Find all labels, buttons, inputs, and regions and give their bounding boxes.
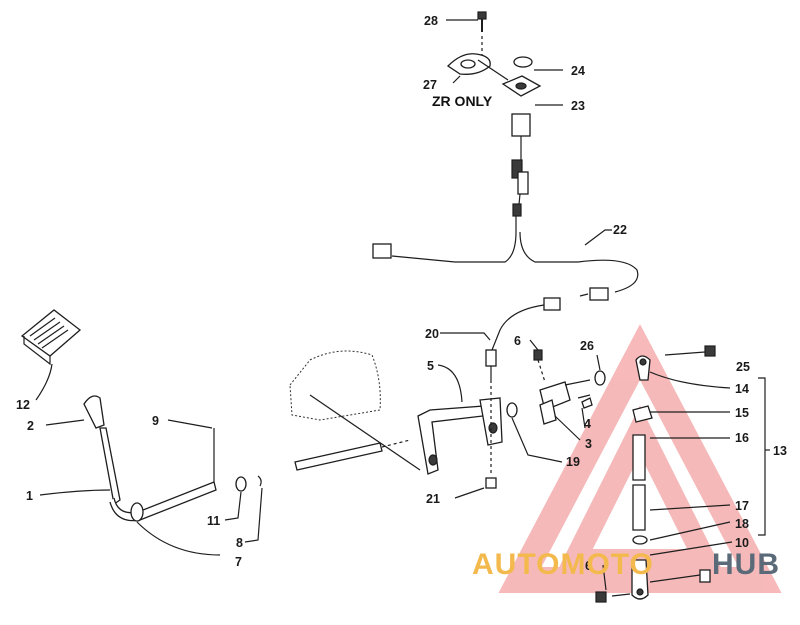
- callout-9: 9: [152, 414, 159, 428]
- callout-7: 7: [235, 555, 242, 569]
- callout-25: 25: [736, 360, 750, 374]
- instruction-decal: [20, 309, 82, 401]
- callout-5: 5: [427, 359, 434, 373]
- callout-labels: 28 27 24 23 22 20 12 2 9 1 11 8 7 5 21 6…: [16, 14, 787, 573]
- callout-15: 15: [735, 406, 749, 420]
- callout-28: 28: [424, 14, 438, 28]
- callout-21: 21: [426, 492, 440, 506]
- callout-10: 10: [735, 536, 749, 550]
- callout-13: 13: [773, 444, 787, 458]
- throttle-bracket: [417, 364, 503, 499]
- zr-only-note: ZR ONLY: [432, 93, 493, 109]
- ghost-cover: [289, 350, 421, 471]
- linkage-rod-assembly: [595, 345, 770, 603]
- callout-11: 11: [207, 514, 220, 528]
- callout-24: 24: [571, 64, 585, 78]
- throttle-lever: [39, 395, 263, 556]
- throttle-shaft: [294, 439, 411, 471]
- watermark-text: AUTOMOTO HUB: [472, 548, 780, 581]
- callout-14: 14: [735, 382, 749, 396]
- watermark-part1: AUTOMOTO: [472, 548, 654, 581]
- callout-17: 17: [735, 499, 749, 513]
- callout-6-lower: 6: [585, 559, 592, 573]
- callout-23: 23: [571, 99, 585, 113]
- upper-switch-assembly: [446, 11, 563, 232]
- watermark-part2: HUB: [712, 548, 780, 581]
- callout-1: 1: [26, 489, 33, 503]
- callout-3: 3: [585, 437, 592, 451]
- throttle-switch-parts: [506, 339, 606, 463]
- callout-26: 26: [580, 339, 594, 353]
- callout-19: 19: [566, 455, 580, 469]
- callout-20: 20: [425, 327, 439, 341]
- callout-16: 16: [735, 431, 749, 445]
- callout-12: 12: [16, 398, 30, 412]
- callout-8: 8: [236, 536, 243, 550]
- callout-6-upper: 6: [514, 334, 521, 348]
- callout-27: 27: [423, 78, 437, 92]
- callout-2: 2: [27, 419, 34, 433]
- callout-18: 18: [735, 517, 749, 531]
- callout-22: 22: [613, 223, 627, 237]
- wiring-harness: [372, 229, 639, 380]
- callout-4: 4: [584, 417, 591, 431]
